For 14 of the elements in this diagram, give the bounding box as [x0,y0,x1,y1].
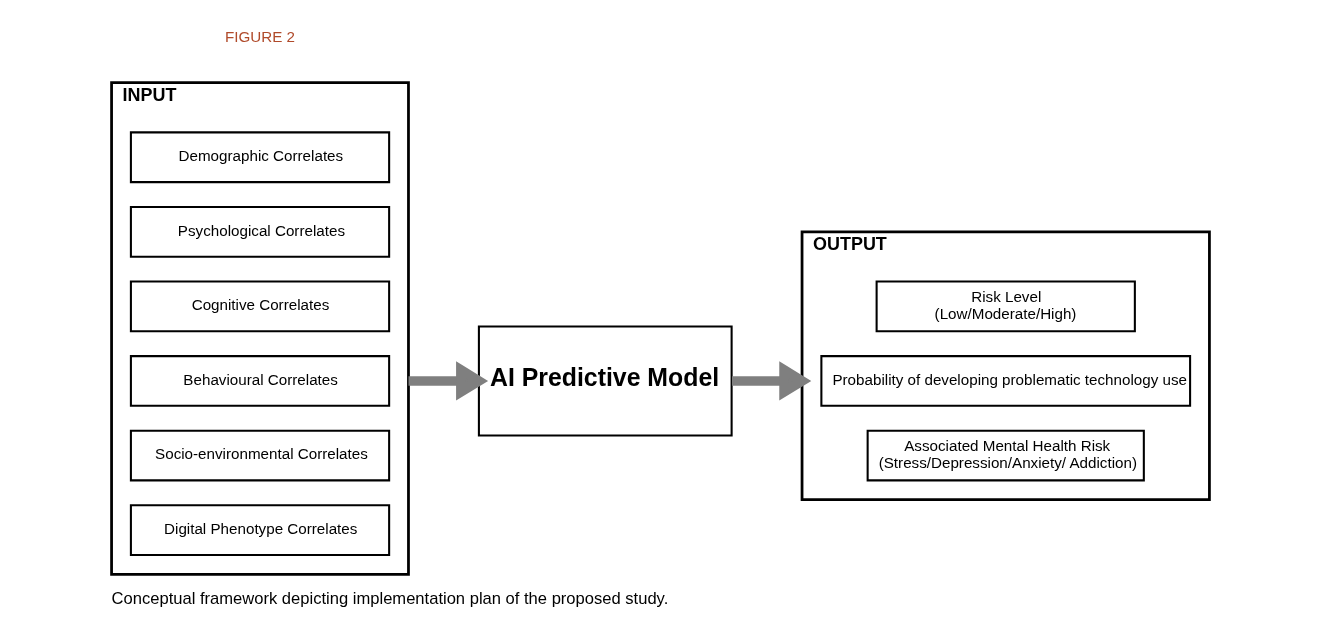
node-box: Risk Level (Low/Moderate/High) [875,280,1136,333]
arrow [731,361,812,401]
label: FIGURE 2 [225,28,296,46]
node-box: Associated Mental Health Risk (Stress/Depression/Anxiety/ Addiction) [866,429,1145,482]
node-box: Socio-environmental Correlates [129,429,391,482]
node-box: Probability of developing problematic technology use [820,355,1192,407]
node-box: Digital Phenotype Correlates [129,504,391,556]
node-box: Cognitive Correlates [129,280,391,333]
node-box: Demographic Correlates [129,131,391,184]
caption: Conceptual framework depicting implementation plan of the proposed study. [111,589,669,609]
node-box: AI Predictive Model [477,325,733,437]
node-box: Behavioural Correlates [129,355,391,407]
node-box: Psychological Correlates [129,205,391,258]
arrow [408,361,489,401]
